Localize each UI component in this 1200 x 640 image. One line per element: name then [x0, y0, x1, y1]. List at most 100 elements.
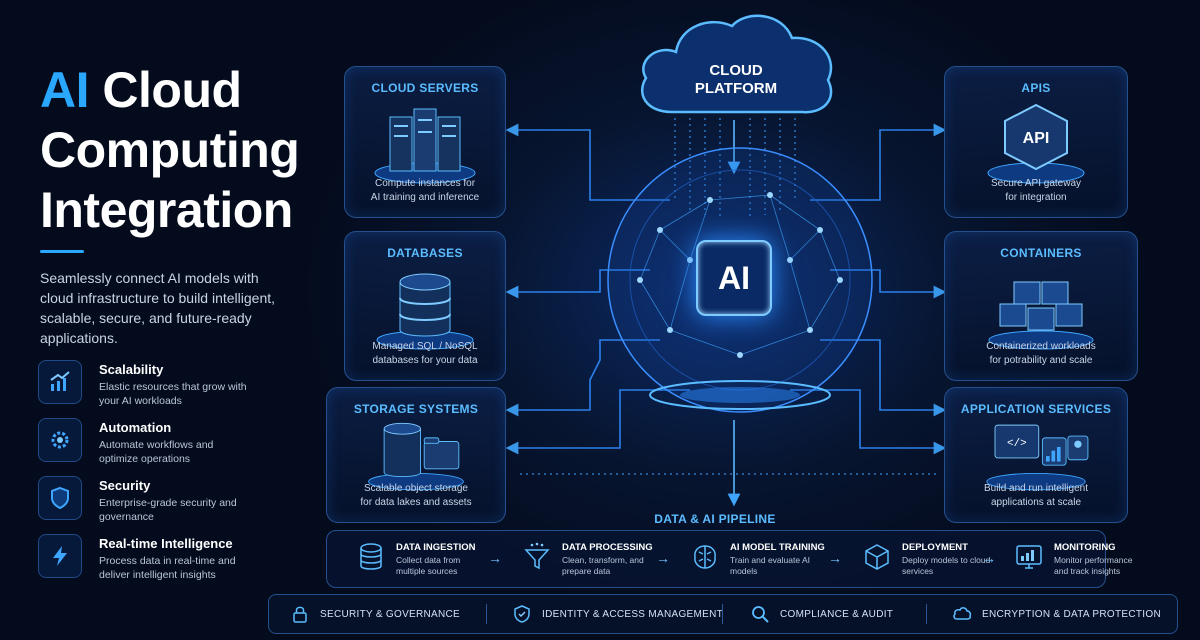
feature-title: Security — [99, 478, 151, 493]
security-label: COMPLIANCE & AUDIT — [780, 608, 894, 620]
cloud-line-2: PLATFORM — [694, 80, 778, 97]
cloud-platform-label: CLOUD PLATFORM — [632, 62, 840, 98]
card-desc-line: Build and run intelligent — [984, 483, 1088, 494]
card-desc: Secure API gateway for integration — [945, 177, 1127, 205]
card-databases: DATABASES Managed SQL / NoSQL databases … — [344, 231, 506, 381]
card-desc-line: Containerized workloads — [986, 341, 1096, 352]
card-desc: Build and run intelligent applications a… — [945, 482, 1127, 510]
security-divider — [486, 604, 487, 624]
shield-icon — [38, 476, 82, 520]
feature-realtime: Real-time Intelligence Process data in r… — [38, 534, 308, 582]
step-title: AI MODEL TRAINING — [730, 542, 825, 553]
feature-scalability: Scalability Elastic resources that grow … — [38, 360, 308, 408]
card-desc-line: Compute instances for — [374, 178, 476, 189]
lock-icon — [293, 606, 307, 623]
feature-desc: Enterprise-grade security and governance — [99, 497, 237, 523]
step-desc: Train and evaluate AI models — [730, 555, 811, 576]
intro-text: Seamlessly connect AI models with cloud … — [40, 270, 276, 346]
card-desc: Containerized workloads for potrability … — [945, 340, 1137, 368]
cloud-line-1: CLOUD — [709, 62, 763, 79]
api-icon-text: API — [1023, 130, 1050, 147]
card-desc-line: AI training and inference — [370, 192, 480, 203]
database-icon — [360, 543, 382, 570]
security-bar — [268, 594, 1178, 634]
card-apis: APIS API Secure API gateway for integrat… — [944, 66, 1128, 218]
pipeline-arrow: → — [982, 550, 996, 566]
card-desc: Compute instances for AI training and in… — [345, 177, 505, 205]
card-desc-line: Managed SQL / NoSQL — [372, 341, 478, 352]
pipeline-title: DATA & AI PIPELINE — [654, 512, 776, 526]
card-storage-systems: STORAGE SYSTEMS Scalable object storage … — [326, 387, 506, 523]
title-divider — [40, 250, 84, 253]
card-cloud-servers: CLOUD SERVERS Compute instances for AI t… — [344, 66, 506, 218]
security-divider — [722, 604, 723, 624]
feature-desc: Automate workflows and optimize operatio… — [99, 439, 214, 465]
card-application-services: APPLICATION SERVICES </> Build and run i… — [944, 387, 1128, 523]
pipeline-step-monitoring: MONITORING Monitor performance and track… — [1014, 540, 1132, 582]
card-desc-line: for potrability and scale — [989, 355, 1093, 366]
feature-desc: Elastic resources that grow with your AI… — [99, 381, 247, 407]
ai-chip: AI — [696, 240, 772, 316]
card-desc: Managed SQL / NoSQL databases for your d… — [345, 340, 505, 368]
title-rest: Cloud Computing Integration — [40, 62, 300, 238]
security-item-encryption: ENCRYPTION & DATA PROTECTION — [952, 596, 1161, 632]
step-desc: Clean, transform, and prepare data — [562, 555, 644, 576]
step-desc: Deploy models to cloud services — [902, 555, 991, 576]
pipeline-step-deployment: DEPLOYMENT Deploy models to cloud servic… — [862, 540, 992, 582]
feature-security: Security Enterprise-grade security and g… — [38, 476, 308, 524]
pipeline-step-processing: DATA PROCESSING Clean, transform, and pr… — [522, 540, 653, 582]
feature-desc: Process data in real-time and deliver in… — [99, 555, 236, 581]
cloud-icon — [953, 607, 972, 620]
card-title: CONTAINERS — [1000, 246, 1082, 260]
security-divider — [926, 604, 927, 624]
security-label: IDENTITY & ACCESS MANAGEMENT — [542, 608, 724, 620]
step-desc: Collect data from multiple sources — [396, 555, 461, 576]
card-title: DATABASES — [387, 246, 463, 260]
cube-icon — [865, 544, 889, 570]
card-desc-line: Scalable object storage — [364, 483, 468, 494]
funnel-icon — [524, 542, 550, 570]
card-desc: Scalable object storage for data lakes a… — [327, 482, 505, 510]
pipeline-panel — [326, 530, 1106, 588]
storage-icon — [368, 422, 464, 491]
card-desc-line: databases for your data — [372, 355, 478, 366]
card-desc-line: Secure API gateway — [990, 178, 1082, 189]
security-label: SECURITY & GOVERNANCE — [320, 608, 461, 620]
security-item-governance: SECURITY & GOVERNANCE — [290, 596, 460, 632]
brain-icon — [694, 545, 716, 569]
monitor-chart-icon — [1016, 545, 1042, 569]
step-title: DEPLOYMENT — [902, 542, 968, 553]
gear-icon — [38, 418, 82, 462]
api-icon: API — [987, 103, 1085, 184]
pipeline-arrow: → — [656, 550, 670, 566]
card-title: APIS — [1021, 81, 1051, 95]
security-item-compliance: COMPLIANCE & AUDIT — [750, 596, 893, 632]
card-desc-line: for data lakes and assets — [360, 497, 472, 508]
card-desc-line: for integration — [1005, 192, 1067, 203]
pipeline-step-ingestion: DATA INGESTION Collect data from multipl… — [356, 540, 486, 582]
card-desc-line: applications at scale — [990, 497, 1082, 508]
feature-title: Real-time Intelligence — [99, 536, 233, 551]
app-code-text: </> — [1007, 438, 1027, 450]
lightning-icon — [38, 534, 82, 578]
card-title: STORAGE SYSTEMS — [353, 402, 479, 416]
server-rack-icon — [374, 108, 476, 184]
feature-automation: Automation Automate workflows and optimi… — [38, 418, 308, 466]
pipeline-step-training: AI MODEL TRAINING Train and evaluate AI … — [690, 540, 830, 582]
feature-title: Scalability — [99, 362, 164, 377]
card-title: APPLICATION SERVICES — [960, 402, 1112, 416]
database-icon — [376, 273, 474, 350]
shield-check-icon — [514, 605, 530, 623]
page-title: AI Cloud Computing Integration — [40, 60, 340, 240]
step-title: DATA PROCESSING — [562, 542, 653, 553]
step-desc: Monitor performance and track insights — [1054, 555, 1133, 576]
step-title: MONITORING — [1054, 542, 1116, 553]
card-containers: CONTAINERS Containerized workloads for p… — [944, 231, 1138, 381]
app-services-icon: </> — [986, 424, 1089, 491]
pipeline-arrow: → — [488, 550, 502, 566]
magnifier-icon — [752, 606, 769, 623]
feature-title: Automation — [99, 420, 172, 435]
cloud-icon — [641, 14, 833, 114]
title-accent: AI — [40, 62, 90, 118]
security-item-iam: IDENTITY & ACCESS MANAGEMENT — [512, 596, 723, 632]
